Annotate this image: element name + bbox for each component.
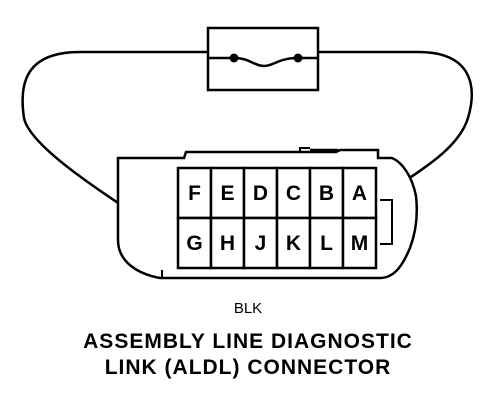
diagram-title: ASSEMBLY LINE DIAGNOSTIC — [83, 330, 413, 353]
terminal-label-e: E — [220, 182, 234, 205]
jumper-wire — [318, 50, 473, 200]
terminal-label-b: B — [319, 182, 334, 205]
terminal-label-f: F — [188, 182, 201, 205]
terminal-cell-k — [275, 216, 312, 270]
terminal-label-m: M — [351, 232, 369, 255]
fuse-icon — [206, 26, 320, 92]
terminal-label-g: G — [186, 232, 202, 255]
terminal-cell-d — [242, 166, 279, 220]
terminal-label-a: A — [352, 182, 367, 205]
terminal-label-k: K — [286, 232, 301, 255]
terminal-label-c: C — [286, 182, 301, 205]
wire-color-label: BLK — [233, 300, 263, 317]
terminal-cell-h — [209, 216, 246, 270]
terminal-label-l: L — [320, 232, 333, 255]
diagram-title-line2: LINK (ALDL) CONNECTOR — [104, 356, 392, 379]
terminal-cell-m — [341, 216, 378, 270]
terminal-label-d: D — [253, 182, 268, 205]
terminal-cell-l — [308, 216, 345, 270]
terminal-label-j: J — [255, 232, 267, 255]
terminal-label-h: H — [220, 232, 235, 255]
